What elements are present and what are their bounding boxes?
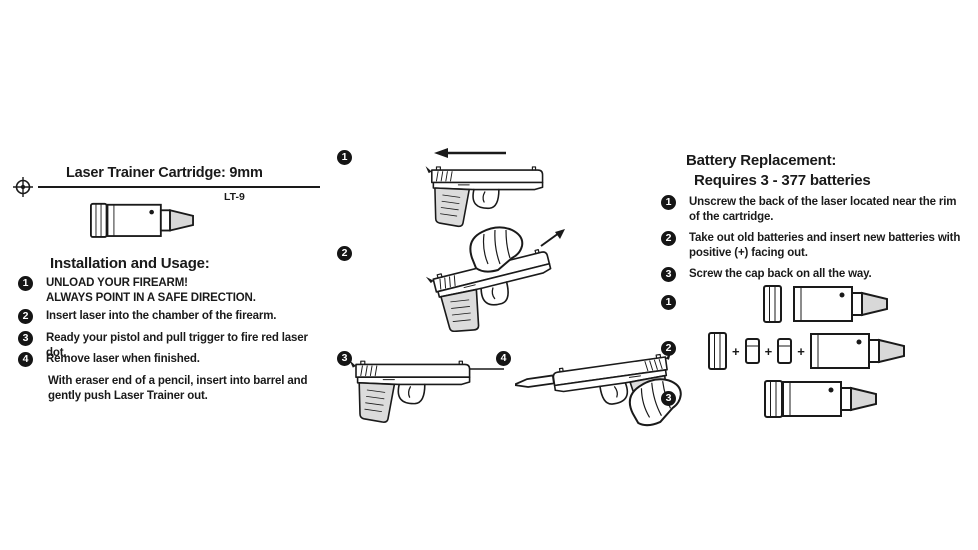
battery-step-3: 3 Screw the cap back on all the way. (661, 267, 969, 282)
pencil-icon (515, 374, 555, 388)
step-number-badge: 4 (18, 352, 33, 367)
figure-2-insert-laser (425, 226, 565, 332)
install-step-1: 1 UNLOAD YOUR FIREARM! ALWAYS POINT IN A… (18, 276, 330, 306)
crosshair-icon (13, 177, 33, 197)
figure-1-pistol-rack-slide (424, 148, 544, 228)
model-number: LT-9 (224, 191, 245, 203)
cap-icon (708, 332, 727, 370)
battery-step-1-text: Unscrew the back of the laser located ne… (689, 196, 957, 223)
pistol-icon (424, 165, 544, 228)
install-step-4: 4 Remove laser when finished. (18, 352, 330, 367)
cartridge-body-icon (793, 286, 888, 322)
figure-3-fire-laser (348, 359, 504, 423)
battery-step-2: 2 Take out old batteries and insert new … (661, 231, 969, 261)
install-step-1-text: UNLOAD YOUR FIREARM! ALWAYS POINT IN A S… (46, 276, 256, 306)
figure-4-remove-laser-pencil (515, 351, 685, 431)
product-title: Laser Trainer Cartridge: 9mm (66, 165, 263, 181)
step-number-badge: 2 (18, 309, 33, 324)
install-step-2-text: Insert laser into the chamber of the fir… (46, 310, 277, 322)
title-rule (38, 186, 320, 188)
battery-figure-1-badge: 1 (661, 295, 676, 310)
step-number-badge: 3 (18, 331, 33, 346)
battery-heading: Battery Replacement: (686, 152, 837, 169)
laser-cartridge-illustration (90, 202, 196, 242)
slide-pull-arrow-icon (434, 148, 506, 158)
battery-step-1: 1 Unscrew the back of the laser located … (661, 195, 969, 225)
battery-figure-1-cap-off (763, 285, 888, 323)
install-step-2: 2 Insert laser into the chamber of the f… (18, 309, 330, 324)
cartridge-body-icon (809, 333, 905, 369)
step-number-badge: 1 (661, 195, 676, 210)
plus-sign: + (764, 343, 773, 359)
battery-figure-3-badge: 3 (661, 391, 676, 406)
install-step-1-line1: UNLOAD YOUR FIREARM! (46, 277, 188, 289)
plus-sign: + (797, 343, 805, 359)
step-number-badge: 1 (18, 276, 33, 291)
insert-direction-arrow-icon (540, 229, 565, 247)
battery-figure-3-assembled-cartridge (763, 378, 881, 420)
install-step-3: 3 Ready your pistol and pull trigger to … (18, 331, 330, 361)
battery-step-2-text: Take out old batteries and insert new ba… (689, 232, 961, 259)
pistol-icon (348, 359, 471, 423)
cap-icon (763, 285, 782, 323)
figure-1-badge: 1 (337, 150, 352, 165)
installation-heading: Installation and Usage: (50, 255, 210, 272)
battery-cell-icon (777, 338, 793, 364)
install-step-3-text: Ready your pistol and pull trigger to fi… (46, 332, 308, 359)
battery-step-3-text: Screw the cap back on all the way. (689, 268, 872, 280)
battery-figure-2-badge: 2 (661, 341, 676, 356)
battery-cell-icon (744, 338, 760, 364)
step-number-badge: 2 (661, 231, 676, 246)
install-step-1-line2: ALWAYS POINT IN A SAFE DIRECTION. (46, 292, 256, 304)
removal-note: With eraser end of a pencil, insert into… (48, 375, 308, 402)
plus-sign: + (732, 343, 740, 359)
battery-figure-2-assembly: + + + (708, 330, 907, 372)
figure-4-badge: 4 (496, 351, 511, 366)
step-number-badge: 3 (661, 267, 676, 282)
figure-2-badge: 2 (337, 246, 352, 261)
figure-3-badge: 3 (337, 351, 352, 366)
battery-subheading: Requires 3 - 377 batteries (694, 172, 871, 189)
install-step-4-text: Remove laser when finished. (46, 353, 200, 365)
